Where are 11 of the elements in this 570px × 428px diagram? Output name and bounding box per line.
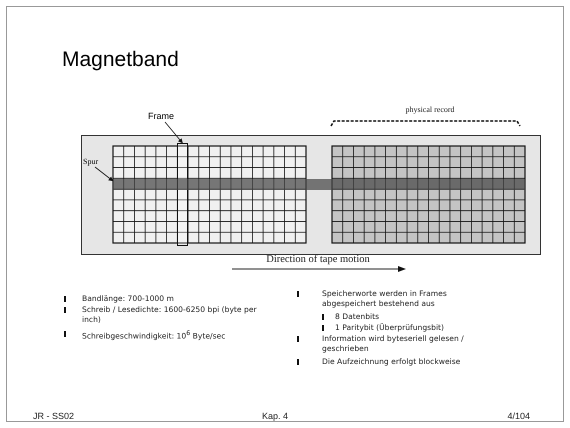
caption-text: Direction of tape motion <box>265 254 371 266</box>
track-band <box>113 179 525 190</box>
footer-text: JR - SS02 <box>33 410 76 422</box>
callout-label: Spur <box>83 156 107 167</box>
slide-title: Magnetband <box>62 48 179 72</box>
leader-line <box>94 166 114 182</box>
footer-text: 4/104 <box>506 410 530 422</box>
caption-text: physical record <box>404 104 456 116</box>
footer-text: Kap. 4 <box>260 410 290 422</box>
callout-label: Frame <box>148 110 182 122</box>
leader-line <box>164 122 183 144</box>
